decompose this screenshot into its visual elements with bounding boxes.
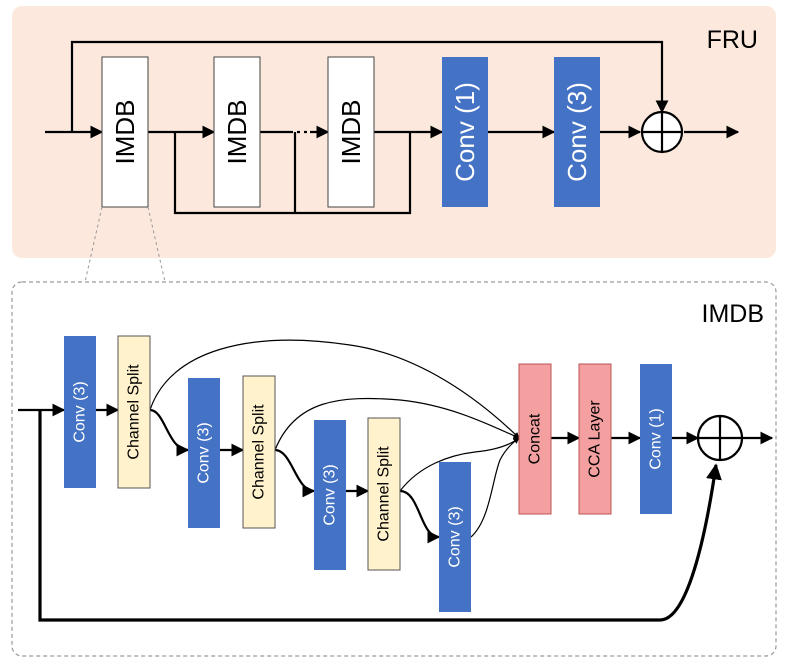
fru-panel-title: FRU [707,26,758,54]
fru-plus-icon [640,110,684,154]
imdb-block-concat-box [518,363,552,515]
imdb-wires [18,339,774,622]
imdb-block-conv-b-box [188,378,220,528]
imdb-block-split-b: Channel Split [242,375,276,529]
imdb-block-conv-d-label: Conv (3) [447,506,464,567]
imdb-block-conv-b-label: Conv (3) [196,422,213,483]
imdb-block-split-c-label: Channel Split [376,446,393,542]
imdb-block-conv-a: Conv (3) [64,336,96,488]
fru-block-imdb-2-label: IMDB [222,100,252,165]
imdb-block-cca-box [578,363,612,515]
fru-block-imdb-3-box [327,56,375,208]
imdb-block-conv-a-label: Conv (3) [72,381,89,442]
fru-block-conv-1-box [442,57,488,207]
imdb-block-conv-e: Conv (1) [640,364,672,514]
imdb-block-concat: Concat [518,363,552,515]
fru-block-imdb-1-label: IMDB [110,100,140,165]
imdb-block-conv-c-box [314,420,346,570]
fru-block-imdb-2-box [213,56,261,208]
fru-block-imdb-3-label: IMDB [336,100,366,165]
imdb-block-conv-c: Conv (3) [314,420,346,570]
fru-wires [45,40,740,215]
imdb-block-split-a-box [117,335,151,489]
imdb-block-conv-e-box [640,364,672,514]
imdb-block-conv-e-label: Conv (1) [648,408,665,469]
imdb-panel-title: IMDB [702,300,765,328]
fru-block-imdb-3: IMDB [327,56,375,208]
imdb-block-concat-label: Concat [527,413,544,464]
imdb-block-split-a-label: Channel Split [126,364,143,460]
fru-block-conv-1: Conv (1) [442,57,488,207]
fru-block-imdb-1-box [101,56,149,208]
fru-panel: FRU IMDB [12,6,776,258]
imdb-block-split-c: Channel Split [367,417,401,571]
imdb-block-split-a: Channel Split [117,335,151,489]
fru-block-conv-1-label: Conv (1) [450,82,480,182]
fru-block-conv-3: Conv (3) [554,57,600,207]
fru-block-conv-3-label: Conv (3) [562,82,592,182]
imdb-panel: IMDB [11,281,777,657]
imdb-block-cca: CCA Layer [578,363,612,515]
fru-block-imdb-2: IMDB [213,56,261,208]
imdb-block-split-c-box [367,417,401,571]
imdb-block-cca-label: CCA Layer [587,400,604,478]
imdb-block-conv-d-box [439,462,471,612]
zoom-connector [84,206,166,283]
imdb-block-conv-b: Conv (3) [188,378,220,528]
imdb-block-split-b-box [242,375,276,529]
imdb-block-conv-d: Conv (3) [439,462,471,612]
imdb-plus-icon [696,414,744,462]
imdb-block-split-b-label: Channel Split [251,404,268,500]
imdb-block-conv-a-box [64,336,96,488]
imdb-block-conv-c-label: Conv (3) [322,464,339,525]
fru-block-imdb-1: IMDB [101,56,149,208]
fru-block-conv-3-box [554,57,600,207]
